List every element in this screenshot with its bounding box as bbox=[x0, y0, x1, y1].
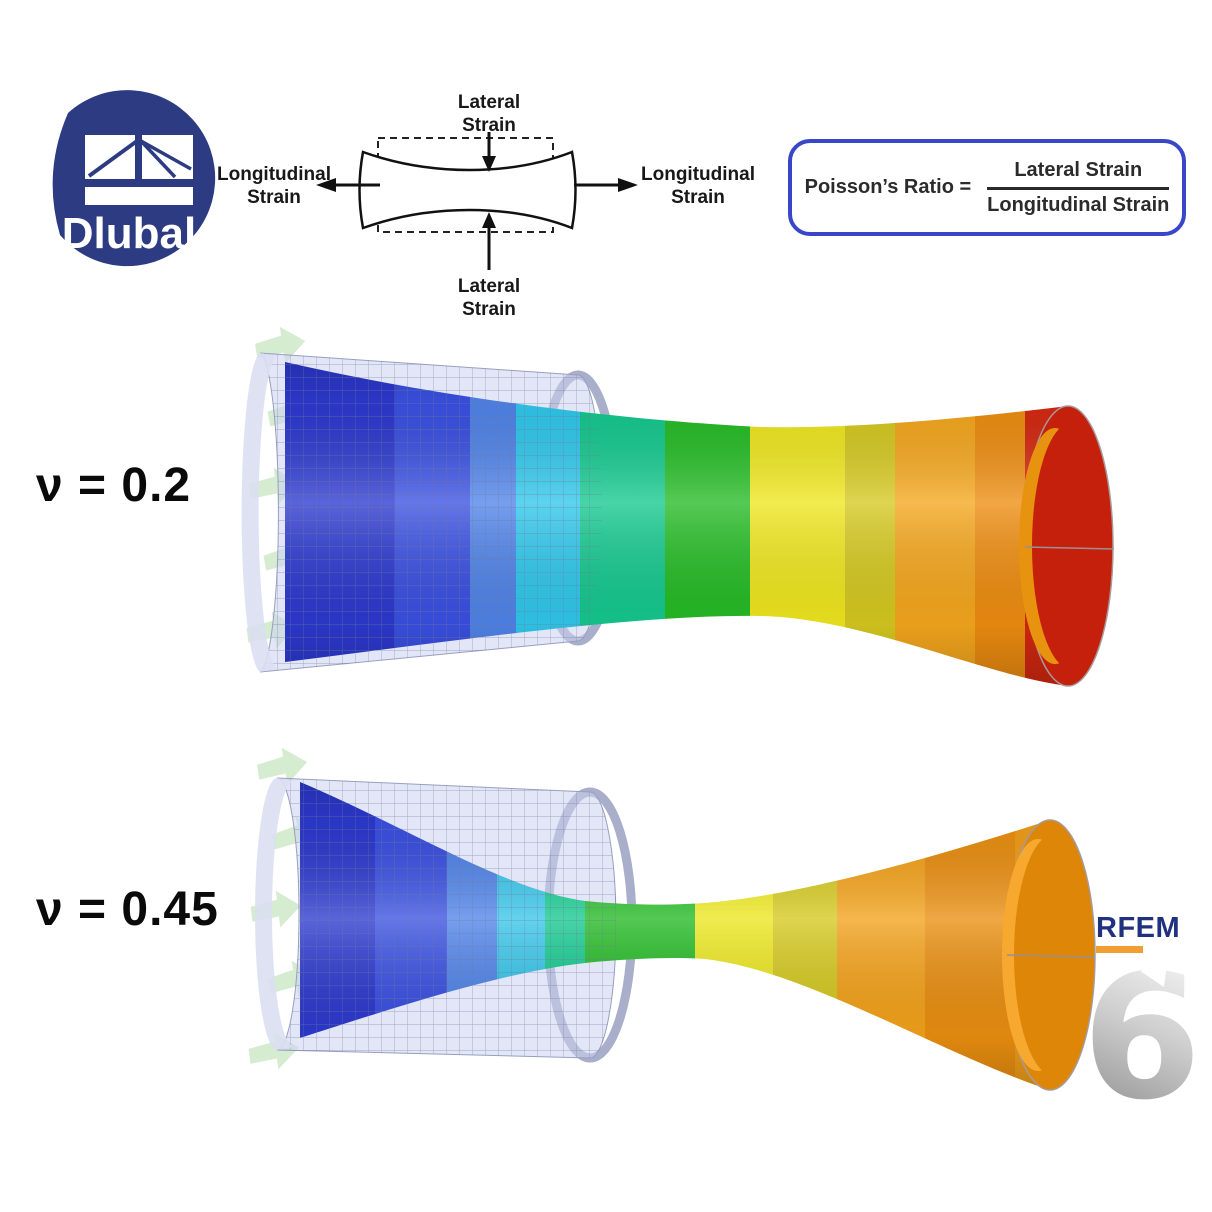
longitudinal-strain-label-left-line2: Strain bbox=[247, 187, 301, 208]
lateral-strain-arrow-top bbox=[482, 132, 496, 172]
longitudinal-strain-label-left: Longitudinal bbox=[217, 164, 331, 185]
bell-opening-model-2 bbox=[1002, 819, 1096, 1091]
cylinder-left-rim-model-2 bbox=[255, 778, 294, 1050]
lateral-strain-label-top: Lateral bbox=[458, 92, 520, 113]
lateral-strain-label-bottom-line2: Strain bbox=[462, 299, 516, 320]
longitudinal-strain-arrow-right bbox=[574, 178, 638, 192]
cylinder-left-rim-model-1 bbox=[241, 353, 277, 672]
lateral-strain-label-top-line2: Strain bbox=[462, 115, 516, 136]
mesh-overlay-model-2 bbox=[277, 778, 616, 1058]
poisson-ratio-formula-box: Poisson’s Ratio = Lateral Strain Longitu… bbox=[788, 139, 1186, 236]
fem-model-1 bbox=[241, 326, 1115, 687]
fem-model-2 bbox=[248, 747, 1096, 1091]
dlubal-logo: Dlubal bbox=[52, 90, 216, 267]
lateral-strain-arrow-bottom bbox=[482, 212, 496, 270]
longitudinal-strain-arrow-left bbox=[316, 178, 380, 192]
lateral-strain-label-bottom: Lateral bbox=[458, 276, 520, 297]
formula-denominator: Longitudinal Strain bbox=[987, 193, 1170, 216]
nu-label-model-1: ν = 0.2 bbox=[36, 459, 192, 512]
specimen-outline bbox=[358, 150, 577, 230]
mesh-overlay-model-1 bbox=[260, 353, 602, 672]
rfem-wordmark: RFEM bbox=[1096, 912, 1181, 944]
bridge-icon bbox=[85, 135, 193, 205]
formula-fraction: Lateral Strain Longitudinal Strain bbox=[987, 159, 1170, 217]
longitudinal-strain-label-right-line2: Strain bbox=[671, 187, 725, 208]
rfem-underline-bar bbox=[1096, 946, 1143, 953]
strain-diagram: Lateral Strain Lateral Strain Longitudin… bbox=[217, 92, 755, 320]
longitudinal-strain-label-right: Longitudinal bbox=[641, 164, 755, 185]
formula-numerator: Lateral Strain bbox=[987, 159, 1170, 190]
nu-label-model-2: ν = 0.45 bbox=[36, 883, 219, 936]
six-glyph: 6 bbox=[1082, 937, 1202, 1138]
dlubal-logo-text: Dlubal bbox=[62, 209, 196, 258]
bell-opening-model-1 bbox=[1019, 405, 1115, 687]
formula-lhs: Poisson’s Ratio = bbox=[804, 176, 972, 198]
version-6-logo: 6 bbox=[1082, 952, 1202, 1127]
